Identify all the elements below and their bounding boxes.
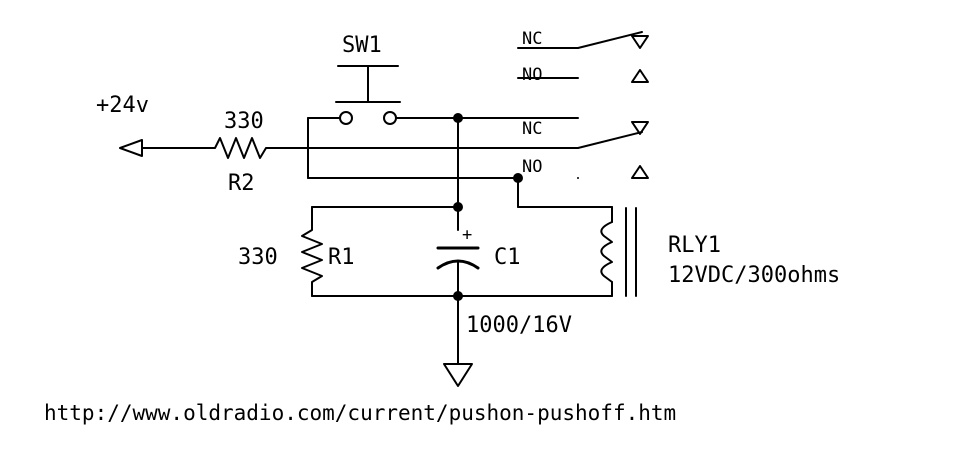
contact-nc2-label: NC bbox=[522, 119, 542, 139]
junction-dot bbox=[453, 113, 463, 123]
relay-contacts-pole1 bbox=[517, 31, 649, 83]
sw1-label: SW1 bbox=[342, 33, 382, 58]
ground-icon bbox=[443, 363, 473, 387]
r1-name-label: R1 bbox=[328, 245, 355, 270]
c1-value-label: 1000/16V bbox=[466, 313, 572, 338]
c1-name-label: C1 bbox=[494, 245, 521, 270]
c1-capacitor-icon bbox=[436, 246, 480, 365]
r1-value-label: 330 bbox=[238, 245, 278, 270]
relay-contacts-pole2 bbox=[577, 121, 649, 179]
r2-name-label: R2 bbox=[228, 171, 255, 196]
supply-label: +24v bbox=[96, 93, 149, 118]
contact-no2-label: NO bbox=[522, 157, 542, 177]
contact-nc1-label: NC bbox=[522, 29, 542, 49]
r2-resistor-icon bbox=[207, 137, 273, 159]
sw1-pushbutton-icon bbox=[335, 65, 401, 125]
source-url: http://www.oldradio.com/current/pushon-p… bbox=[44, 401, 676, 425]
r1-resistor-icon bbox=[301, 206, 459, 297]
c1-polarity-label: + bbox=[462, 225, 472, 245]
supply-terminal-icon bbox=[119, 139, 209, 157]
contact-no1-label: NO bbox=[522, 65, 542, 85]
relay-name-label: RLY1 bbox=[668, 233, 721, 258]
relay-coil-icon bbox=[457, 177, 637, 297]
switch-wiring bbox=[307, 117, 579, 179]
r2-value-label: 330 bbox=[224, 109, 264, 134]
relay-spec-label: 12VDC/300ohms bbox=[668, 263, 840, 288]
